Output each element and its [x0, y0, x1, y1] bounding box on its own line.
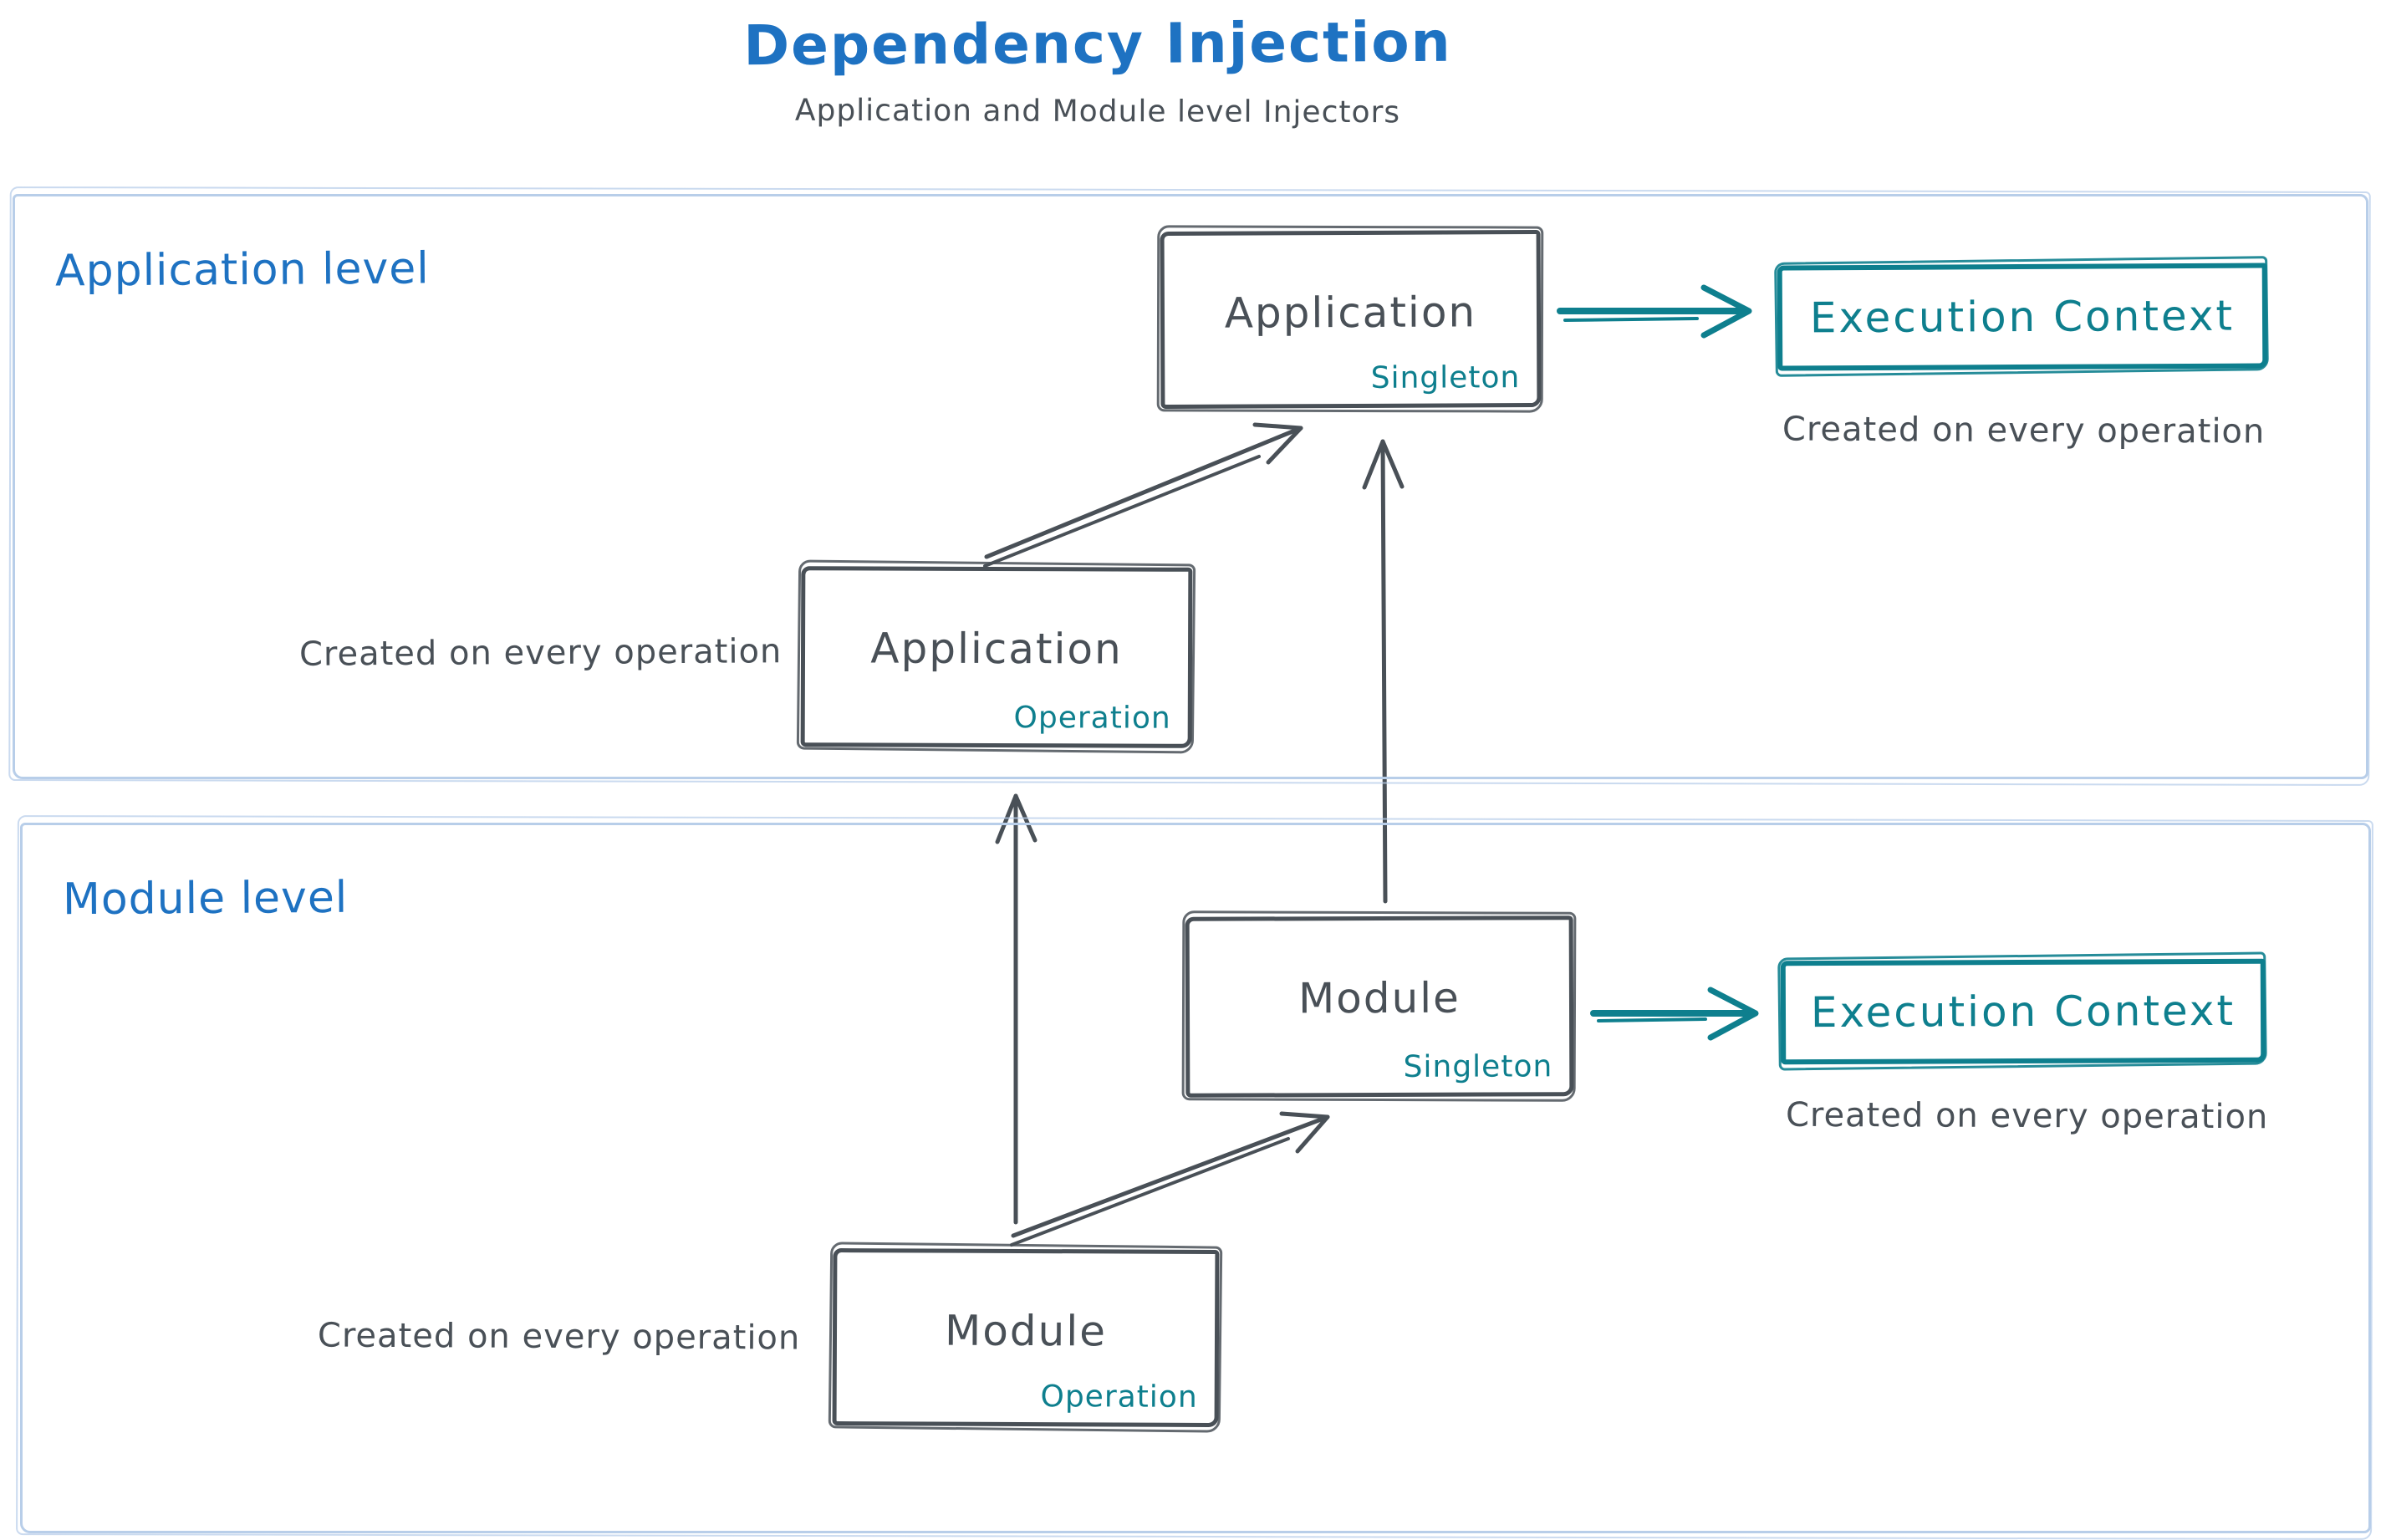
node-title: Application	[870, 624, 1123, 674]
section-application-level: Application level	[13, 194, 2368, 779]
node-application-operation: Application Operation	[800, 566, 1193, 748]
node-scope-label: Singleton	[1370, 360, 1521, 395]
node-scope-label: Singleton	[1403, 1049, 1553, 1084]
caption-module-execution-context: Created on every operation	[1785, 1095, 2269, 1137]
node-scope-label: Operation	[1013, 701, 1171, 736]
caption-module-operation: Created on every operation	[317, 1316, 801, 1358]
page-title: Dependency Injection	[743, 9, 1452, 79]
section-module-level: Module level	[20, 823, 2371, 1533]
execution-context-label: Execution Context	[1810, 986, 2236, 1038]
node-title: Module	[945, 1306, 1108, 1356]
caption-application-execution-context: Created on every operation	[1782, 410, 2266, 451]
node-execution-context-module: Execution Context	[1780, 958, 2266, 1065]
diagram-header: Dependency Injection Application and Mod…	[680, 9, 1516, 130]
node-title: Module	[1298, 973, 1461, 1023]
section-module-label: Module level	[62, 872, 349, 926]
caption-application-operation: Created on every operation	[298, 632, 783, 674]
page-subtitle: Application and Module level Injectors	[794, 93, 1401, 130]
node-scope-label: Operation	[1040, 1379, 1198, 1415]
node-execution-context-application: Execution Context	[1777, 263, 2268, 371]
node-module-singleton: Module Singleton	[1185, 915, 1574, 1098]
node-title: Application	[1224, 288, 1477, 338]
node-module-operation: Module Operation	[832, 1247, 1220, 1428]
section-application-label: Application level	[54, 243, 430, 297]
execution-context-label: Execution Context	[1809, 291, 2236, 343]
node-application-singleton: Application Singleton	[1160, 230, 1542, 409]
